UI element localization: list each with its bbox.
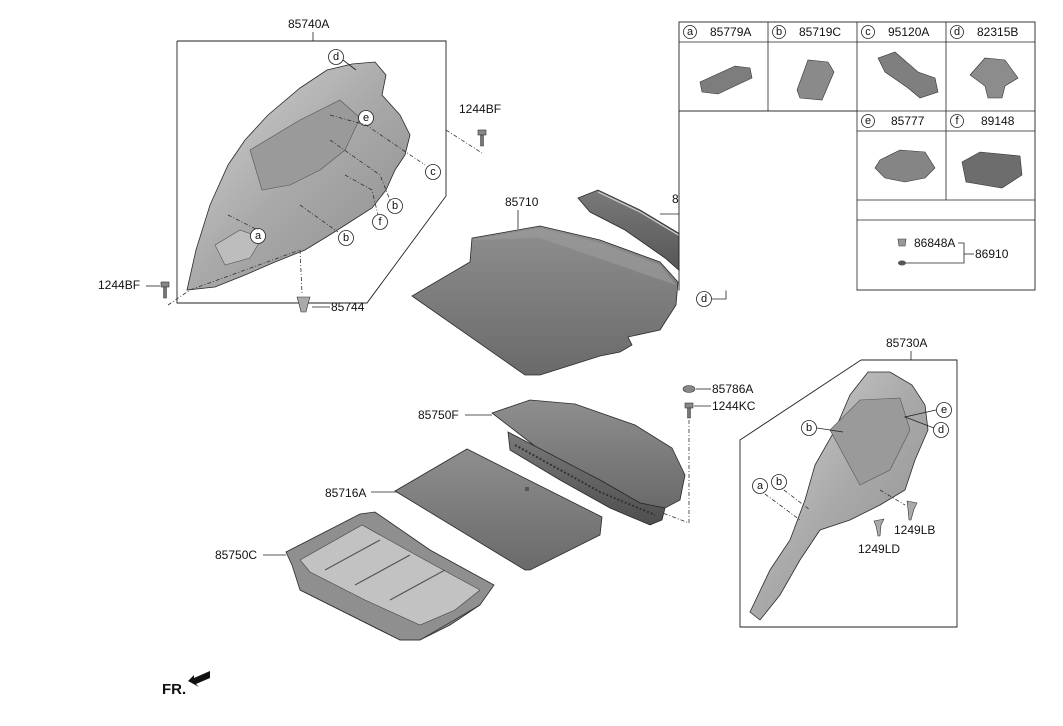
svg-text:e: e xyxy=(363,112,369,124)
label-85740A: 85740A xyxy=(288,17,329,31)
callout-b-left-1: b xyxy=(387,198,403,214)
svg-text:e: e xyxy=(941,404,947,416)
part-image-89148 xyxy=(961,151,1023,189)
svg-text:1244BF: 1244BF xyxy=(98,278,140,292)
svg-text:85750C: 85750C xyxy=(215,548,257,562)
svg-text:b: b xyxy=(776,476,782,488)
group-1244KC: 1244KC xyxy=(659,399,756,524)
svg-text:c: c xyxy=(865,26,871,38)
legend-table: a 85779A b 85719C c 95120A d 82315B e 85… xyxy=(678,21,1036,291)
svg-text:b: b xyxy=(392,200,398,212)
group-85740A: 85740A d e c b f b xyxy=(167,17,483,306)
svg-text:85750F: 85750F xyxy=(418,408,459,422)
part-image-85777 xyxy=(874,149,936,183)
svg-text:1249LB: 1249LB xyxy=(894,523,935,537)
callout-e-right: e xyxy=(936,402,952,418)
part-image-85779A xyxy=(699,65,753,95)
svg-text:f: f xyxy=(378,216,382,228)
callout-b-right-1: b xyxy=(801,420,817,436)
svg-text:d: d xyxy=(701,293,707,305)
svg-text:e: e xyxy=(865,115,871,127)
part-image-95120A xyxy=(877,51,939,99)
svg-text:1244KC: 1244KC xyxy=(712,399,756,413)
callout-b-right-2: b xyxy=(771,474,787,490)
callout-f-left: f xyxy=(372,214,388,230)
svg-text:d: d xyxy=(954,26,960,38)
fastener-1249LD: 1249LD xyxy=(858,518,900,556)
svg-text:82315B: 82315B xyxy=(977,25,1018,39)
callout-b-left-2: b xyxy=(338,230,354,246)
svg-text:86910: 86910 xyxy=(975,247,1009,261)
svg-text:1249LD: 1249LD xyxy=(858,542,900,556)
group-85730A: 85730A b e d a b 1249L xyxy=(739,336,958,628)
svg-text:a: a xyxy=(255,230,262,242)
legend-cell-d: d 82315B xyxy=(950,25,1019,99)
svg-text:95120A: 95120A xyxy=(888,25,929,39)
legend-cell-f: f 89148 xyxy=(950,114,1023,189)
svg-text:1244BF: 1244BF xyxy=(459,102,501,116)
svg-text:FR.: FR. xyxy=(162,681,186,698)
legend-cell-c: c 95120A xyxy=(861,25,939,99)
callout-a-right: a xyxy=(752,478,768,494)
svg-text:85710: 85710 xyxy=(505,195,539,209)
svg-text:b: b xyxy=(776,26,782,38)
callout-d-left: d xyxy=(328,49,344,65)
svg-text:85716A: 85716A xyxy=(325,486,366,500)
group-85716A: 85716A xyxy=(325,448,603,571)
callout-d-sill: d xyxy=(696,291,712,307)
fastener-1244BF-top: 1244BF xyxy=(459,102,501,147)
group-85750C: 85750C xyxy=(215,511,495,641)
callout-a-left: a xyxy=(250,228,266,244)
svg-text:f: f xyxy=(955,115,959,127)
luggage-mat-85716A xyxy=(394,448,603,571)
legend-cell-e: e 85777 xyxy=(861,114,936,183)
svg-text:b: b xyxy=(806,422,812,434)
fastener-1249LB: 1249LB xyxy=(879,489,935,537)
group-85750F: 85750F xyxy=(418,399,686,526)
callout-e-left: e xyxy=(358,110,374,126)
fastener-1244BF-left: 1244BF xyxy=(98,278,170,299)
svg-text:b: b xyxy=(343,232,349,244)
legend-cell-b: b 85719C xyxy=(772,25,841,101)
front-arrow-icon xyxy=(188,671,210,687)
svg-text:85719C: 85719C xyxy=(799,25,841,39)
svg-text:d: d xyxy=(333,51,339,63)
part-image-85719C xyxy=(796,59,835,101)
group-85710: 85710 xyxy=(411,195,679,376)
svg-text:c: c xyxy=(430,166,436,178)
svg-text:85779A: 85779A xyxy=(710,25,751,39)
part-image-82315B xyxy=(969,57,1019,99)
legend-cell-a: a 85779A xyxy=(683,25,753,95)
callout-d-right: d xyxy=(933,422,949,438)
front-direction-indicator: FR. xyxy=(162,671,210,698)
legend-cell-86910: 86848A 86910 xyxy=(897,236,1009,266)
luggage-floor-mat xyxy=(411,225,679,376)
svg-text:85786A: 85786A xyxy=(712,382,753,396)
clip-85744: 85744 xyxy=(296,296,365,314)
svg-text:a: a xyxy=(757,480,764,492)
svg-text:89148: 89148 xyxy=(981,114,1015,128)
svg-text:a: a xyxy=(687,26,694,38)
svg-text:85730A: 85730A xyxy=(886,336,927,350)
svg-text:85744: 85744 xyxy=(331,300,365,314)
group-85786A: 85786A xyxy=(682,382,753,396)
svg-text:d: d xyxy=(938,424,944,436)
svg-text:85777: 85777 xyxy=(891,114,925,128)
callout-c-left: c xyxy=(425,164,441,180)
svg-text:86848A: 86848A xyxy=(914,236,955,250)
